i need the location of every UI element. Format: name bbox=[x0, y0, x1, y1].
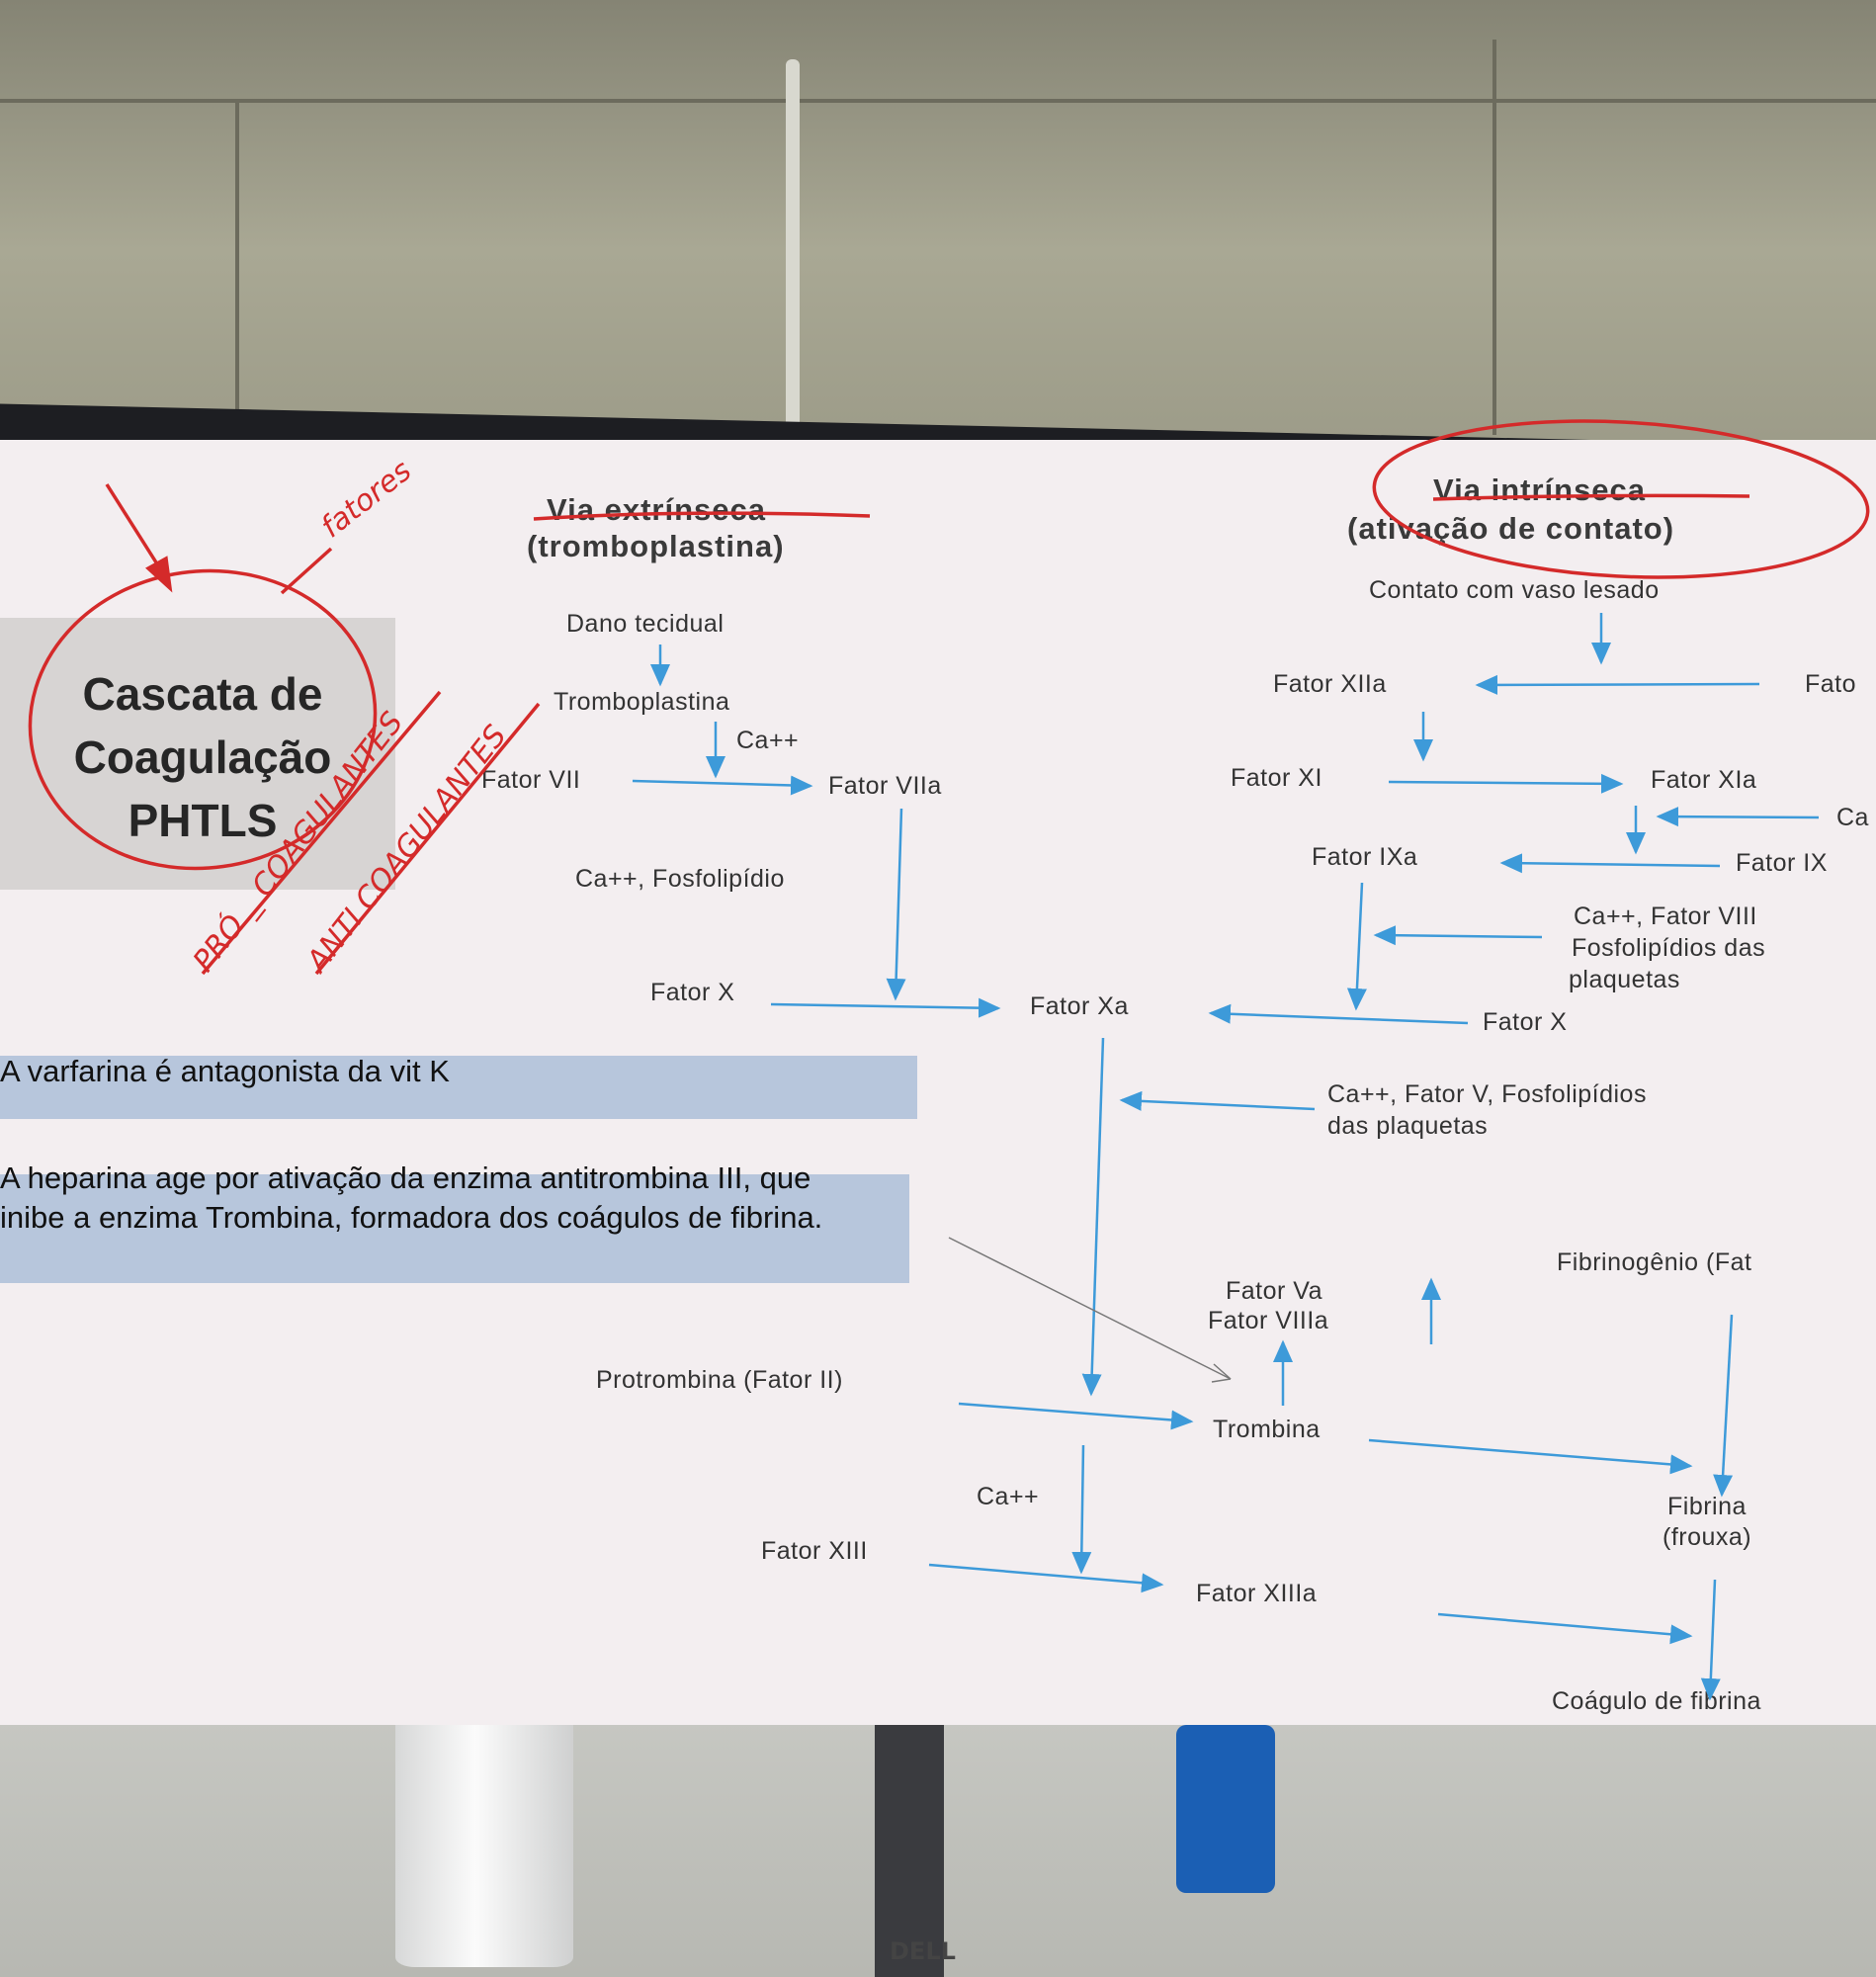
pointer-heparina-to-trombina bbox=[948, 1237, 1232, 1380]
title-box bbox=[0, 618, 395, 890]
label-fator-x: Fator X bbox=[650, 979, 735, 1006]
arrow-ix-to-ixa bbox=[1499, 853, 1721, 874]
monitor-stand bbox=[875, 1700, 944, 1977]
label-ca-1: Ca++ bbox=[736, 727, 800, 754]
arrow-viia-down bbox=[886, 808, 906, 1001]
label-fator-ix: Fator IX bbox=[1736, 849, 1828, 877]
arrow-viii-left bbox=[1373, 925, 1543, 946]
label-fator-viiia: Fator VIIIa bbox=[1208, 1307, 1329, 1334]
label-fator-va: Fator Va bbox=[1226, 1277, 1323, 1305]
wall-panel-line-left bbox=[235, 99, 239, 455]
extrinsic-subheading: (tromboplastina) bbox=[527, 529, 785, 563]
label-dano-tecidual: Dano tecidual bbox=[566, 610, 725, 638]
label-ca-3: Ca++ bbox=[977, 1483, 1040, 1510]
label-coagulo-fibrina: Coágulo de fibrina bbox=[1552, 1687, 1761, 1715]
circle-via-intrinseca bbox=[1372, 419, 1870, 579]
arrow-ixa-down bbox=[1346, 882, 1367, 1011]
arrow-fibrina-down bbox=[1700, 1579, 1721, 1701]
label-ca-fosfolipidio: Ca++, Fosfolipídio bbox=[575, 865, 785, 893]
heparina-text-2: inibe a enzima Trombina, formadora dos c… bbox=[0, 1200, 823, 1235]
arrow-xi-to-xia bbox=[1388, 773, 1624, 794]
label-contato-vaso: Contato com vaso lesado bbox=[1369, 576, 1660, 604]
label-fibrinogenio: Fibrinogênio (Fat bbox=[1557, 1248, 1752, 1276]
plastic-cup bbox=[395, 1680, 573, 1967]
arrow-trombina-to-fibrina bbox=[1368, 1438, 1693, 1475]
monitor-brand: DELL bbox=[890, 1937, 956, 1965]
label-frouxa: (frouxa) bbox=[1663, 1523, 1752, 1551]
label-ca-fator-v-2: das plaquetas bbox=[1327, 1112, 1489, 1140]
intrinsic-subheading: (ativação de contato) bbox=[1347, 511, 1675, 546]
label-ca-fator-viii-3: plaquetas bbox=[1569, 966, 1680, 993]
label-fator-xi: Fator XI bbox=[1231, 764, 1322, 792]
arrow-x-to-xa-intrinsic bbox=[1208, 1003, 1469, 1025]
arrow-xii-to-xiia bbox=[1475, 674, 1760, 695]
handwriting-pro-coagulantes: PRÓ _ COAGULANTES bbox=[185, 705, 410, 979]
stroke-anti-coagulantes bbox=[314, 702, 541, 976]
extrinsic-heading: Via extrínseca bbox=[547, 492, 766, 527]
label-ca-2: Ca bbox=[1836, 804, 1869, 831]
arrow-xiii-to-xiiia bbox=[928, 1563, 1164, 1593]
label-fator-xiii: Fator XIII bbox=[761, 1537, 868, 1565]
label-ca-fator-viii-2: Fosfolipídios das bbox=[1572, 934, 1766, 962]
label-trombina: Trombina bbox=[1213, 1416, 1321, 1443]
label-ca-fator-v-1: Ca++, Fator V, Fosfolipídios bbox=[1327, 1080, 1647, 1108]
arrow-protrombina-to-trombina bbox=[958, 1402, 1194, 1430]
label-fator-xii: Fato bbox=[1805, 670, 1857, 698]
dell-box bbox=[1176, 1725, 1275, 1893]
varfarina-note: A varfarina é antagonista da vit K bbox=[0, 1054, 917, 1119]
label-protrombina: Protrombina (Fator II) bbox=[596, 1366, 843, 1394]
heparina-note: A heparina age por ativação da enzima an… bbox=[0, 1160, 909, 1283]
wall-panel-line-right bbox=[1492, 40, 1496, 435]
arrow-vii-to-viia bbox=[632, 775, 813, 796]
arrow-trombina-down bbox=[1071, 1444, 1092, 1575]
handwriting-anti-coagulantes: ANTI COAGULANTES bbox=[298, 719, 513, 980]
blue-arrows bbox=[632, 613, 1820, 1701]
arrow-xa-down bbox=[1081, 1037, 1105, 1397]
red-ink-annotations bbox=[28, 419, 1870, 976]
arrow-v-left bbox=[1119, 1090, 1316, 1111]
arrow-xiiia-to-coagulo bbox=[1437, 1612, 1693, 1645]
slide-title: Cascata de Coagulação PHTLS bbox=[73, 668, 332, 846]
arrow-fibrinogenio-down bbox=[1713, 1314, 1734, 1498]
label-ca-fator-viii-1: Ca++, Fator VIII bbox=[1574, 903, 1757, 930]
varfarina-text: A varfarina é antagonista da vit K bbox=[0, 1054, 450, 1088]
underline-extrinseca bbox=[533, 511, 871, 521]
label-fator-xia: Fator XIa bbox=[1651, 766, 1757, 794]
wall-panel-line-top bbox=[0, 99, 1876, 103]
label-tromboplastina: Tromboplastina bbox=[554, 688, 730, 716]
handwriting-fatores: fatores bbox=[314, 454, 418, 546]
intrinsic-heading: Via intrínseca bbox=[1433, 473, 1647, 507]
wall-cable bbox=[786, 59, 800, 435]
arrow-to-circle-head bbox=[145, 556, 173, 593]
arrow-x-to-xa bbox=[770, 997, 1001, 1018]
underline-intrinseca bbox=[1432, 493, 1750, 501]
label-fator-xiiia: Fator XIIIa bbox=[1196, 1580, 1318, 1607]
label-fator-xiia: Fator XIIa bbox=[1273, 670, 1387, 698]
label-fator-x-intrinsic: Fator X bbox=[1483, 1008, 1568, 1036]
stroke-pro-coagulantes bbox=[201, 690, 442, 976]
heparina-text-1: A heparina age por ativação da enzima an… bbox=[0, 1160, 811, 1195]
label-fator-xa: Fator Xa bbox=[1030, 992, 1129, 1020]
pointer-heparina-head bbox=[1211, 1363, 1232, 1383]
wall bbox=[0, 0, 1876, 455]
label-fator-vii: Fator VII bbox=[481, 766, 581, 794]
label-fibrina: Fibrina bbox=[1667, 1493, 1747, 1520]
circle-title bbox=[28, 568, 378, 871]
label-fator-viia: Fator VIIa bbox=[828, 772, 942, 800]
label-fator-ixa: Fator IXa bbox=[1312, 843, 1418, 871]
arrow-from-fatores bbox=[280, 547, 333, 595]
